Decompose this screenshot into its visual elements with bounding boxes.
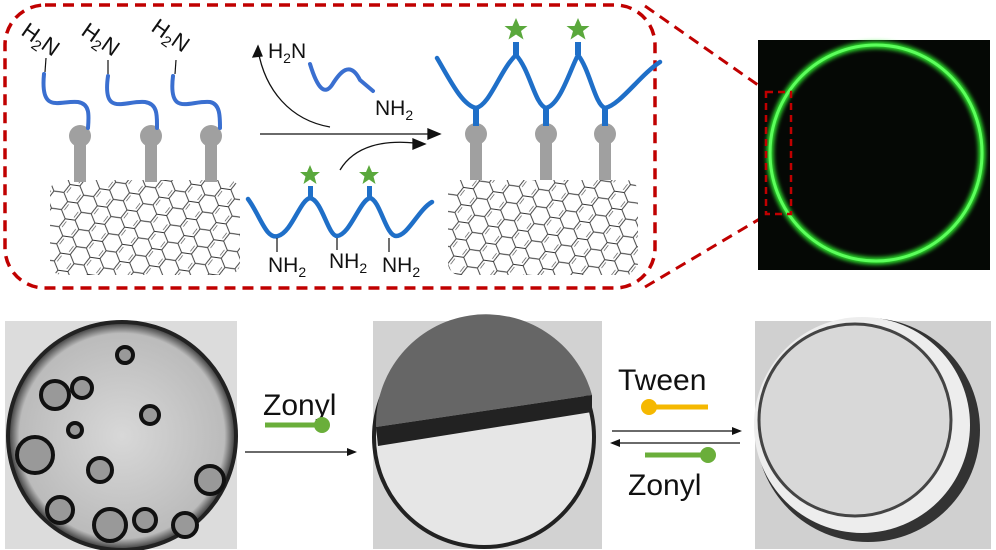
fluorophore-star-icon — [504, 18, 590, 40]
micrograph-janus-droplet — [372, 314, 602, 549]
amine-label: NH2 — [268, 254, 306, 280]
chain-end-label: NH2 — [375, 97, 413, 123]
step2-arrows: Tween Zonyl — [610, 364, 742, 502]
amine-label: H2N — [75, 18, 125, 65]
nanotube-left — [41, 57, 240, 275]
incoming-polymer: NH2 NH2 NH2 — [245, 165, 435, 280]
step1-arrow: Zonyl — [245, 389, 357, 456]
surface-amine-labels: H2N H2N H2N — [15, 14, 195, 65]
step2-bottom-label: Zonyl — [628, 469, 701, 502]
zoom-connector-bottom — [644, 212, 769, 289]
amine-label: H2N — [145, 14, 195, 61]
zoom-region-box — [764, 90, 793, 216]
fluorescence-micrograph — [758, 40, 990, 270]
step2-top-label: Tween — [618, 364, 706, 397]
chain-start-label: H2N — [268, 40, 306, 66]
released-chain: H2N NH2 — [268, 40, 413, 123]
amine-label: NH2 — [382, 254, 420, 280]
nanotube-product — [434, 18, 663, 275]
step1-label: Zonyl — [263, 389, 336, 422]
amine-label: H2N — [15, 18, 65, 65]
micrograph-zonyl-initial — [5, 320, 238, 550]
fluorophore-star-icon — [300, 165, 379, 184]
micrograph-core-shell-droplet — [754, 317, 991, 549]
amine-label: NH2 — [329, 250, 367, 276]
zoom-connector-top — [644, 4, 769, 94]
reaction-arrows — [251, 44, 442, 171]
